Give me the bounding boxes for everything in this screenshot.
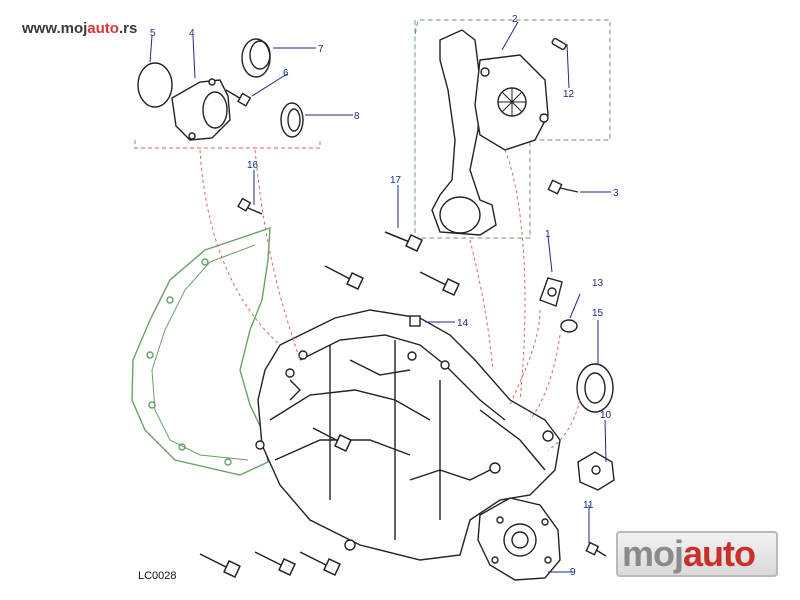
diagram-code: LC0028 — [138, 570, 177, 582]
callout-13: 13 — [592, 278, 604, 289]
gearbox-housing — [255, 309, 561, 561]
brand-logo: mojauto — [616, 531, 778, 577]
slave-cylinder — [171, 78, 231, 141]
bolt-6 — [225, 89, 252, 107]
site-watermark: www.mojauto.rs — [22, 20, 138, 37]
bolt-16 — [237, 197, 263, 215]
o-ring — [137, 62, 173, 108]
callout-9: 9 — [570, 567, 576, 578]
gasket-plate — [131, 227, 271, 476]
alignment-lines — [199, 149, 581, 451]
release-lever — [431, 29, 549, 236]
group-bracket-left — [134, 140, 321, 149]
pivot-pin — [551, 37, 567, 51]
bearing-cover-plate — [477, 497, 561, 581]
callout-15: 15 — [592, 308, 604, 319]
callout-16: 16 — [247, 160, 259, 171]
oil-seal — [576, 363, 614, 413]
group-box-right — [414, 19, 611, 239]
seal-8 — [280, 102, 304, 138]
callout-3: 3 — [613, 188, 619, 199]
nut-14 — [409, 315, 421, 327]
bolt-3 — [547, 179, 579, 195]
callout-labels: 1 2 3 4 5 6 7 8 9 10 11 12 13 14 15 16 1… — [150, 14, 619, 578]
callout-1: 1 — [545, 229, 551, 240]
callout-8: 8 — [354, 111, 360, 122]
retainer-plate — [577, 451, 615, 491]
logo-text: mojauto — [622, 533, 756, 574]
callout-7: 7 — [318, 44, 324, 55]
housing-bolts — [199, 427, 352, 578]
callout-6: 6 — [283, 68, 289, 79]
plug-13 — [560, 319, 578, 333]
blanking-plug — [241, 38, 271, 78]
sensor-switch — [539, 277, 563, 307]
callout-11: 11 — [583, 500, 594, 511]
callout-12: 12 — [563, 89, 575, 100]
logo-frame — [616, 531, 778, 577]
callout-4: 4 — [189, 28, 195, 39]
callout-14: 14 — [457, 318, 469, 329]
callout-10: 10 — [600, 410, 612, 421]
callout-17: 17 — [390, 175, 402, 186]
bolts-17 — [324, 231, 460, 296]
callout-leaders — [149, 21, 611, 573]
callout-2: 2 — [512, 14, 518, 25]
callout-5: 5 — [150, 28, 156, 39]
